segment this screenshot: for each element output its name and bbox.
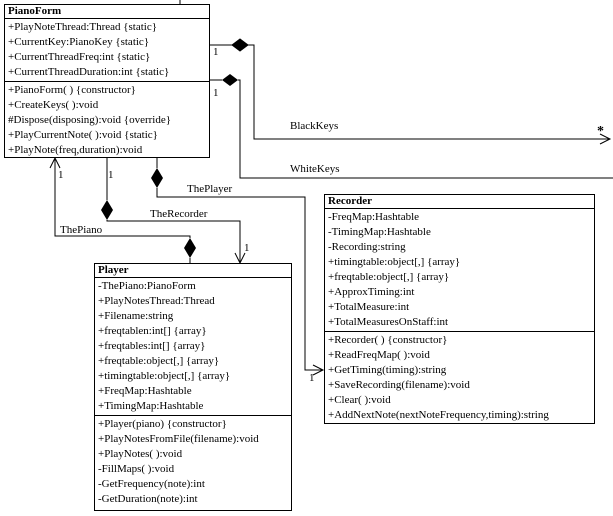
composition-diamond: [184, 238, 196, 258]
operation: -FillMaps( ):void: [98, 463, 175, 475]
attribute: +freqtable:object[,] {array}: [98, 355, 220, 367]
association-thepiano: ThePiano 1: [49, 156, 196, 263]
attribute: +TotalMeasuresOnStaff:int: [328, 316, 449, 328]
attribute: +freqtables:int[] {array}: [98, 340, 206, 352]
class-recorder[interactable]: Recorder -FreqMap:Hashtable -TimingMap:H…: [324, 194, 595, 424]
multiplicity-blackkeys-source: 1: [213, 46, 219, 58]
attribute: +freqtablen:int[] {array}: [98, 325, 207, 337]
attribute: +TotalMeasure:int: [328, 301, 410, 313]
operation: +CreateKeys( ):void: [8, 99, 99, 111]
association-label-whitekeys: WhiteKeys: [290, 163, 339, 175]
attributes-player: -ThePiano:PianoForm +PlayNotesThread:Thr…: [95, 278, 291, 416]
operations-recorder: +Recorder( ) {constructor} +ReadFreqMap(…: [325, 332, 594, 424]
composition-diamond: [222, 74, 238, 86]
operation: +PlayNote(freq,duration):void: [8, 144, 143, 156]
composition-diamond: [151, 168, 163, 188]
operation: +PlayNotesFromFile(filename):void: [98, 433, 259, 445]
operation: +PlayNotes( ):void: [98, 448, 183, 460]
attribute: +PlayNoteThread:Thread {static}: [8, 21, 158, 33]
class-pianoform[interactable]: PianoForm +PlayNoteThread:Thread {static…: [4, 4, 210, 158]
attribute: -ThePiano:PianoForm: [98, 280, 196, 292]
operation: +GetTiming(timing):string: [328, 364, 447, 376]
multiplicity-blackkeys-target: *: [597, 124, 604, 139]
operation: +PlayCurrentNote( ):void {static}: [8, 129, 158, 141]
composition-diamond: [232, 39, 248, 51]
association-therecorder: TheRecorder 1 1: [101, 158, 250, 265]
association-theplayer: ThePlayer 1: [151, 158, 325, 384]
multiplicity-theplayer-target: 1: [309, 372, 315, 384]
operation: -GetDuration(note):int: [98, 493, 198, 505]
operation: +SaveRecording(filename):void: [328, 379, 470, 391]
operation: +PianoForm( ) {constructor}: [8, 84, 136, 96]
class-player[interactable]: Player -ThePiano:PianoForm +PlayNotesThr…: [94, 263, 292, 511]
class-name-player: Player: [95, 264, 291, 278]
association-label-theplayer: ThePlayer: [187, 183, 233, 195]
operation: #Dispose(disposing):void {override}: [8, 114, 172, 126]
attribute: +TimingMap:Hashtable: [98, 400, 204, 412]
attribute: +FreqMap:Hashtable: [98, 385, 192, 397]
operation: +Player(piano) {constructor}: [98, 418, 227, 430]
attribute: -TimingMap:Hashtable: [328, 226, 431, 238]
attribute: +ApproxTiming:int: [328, 286, 415, 298]
attribute: +CurrentKey:PianoKey {static}: [8, 36, 150, 48]
operations-pianoform: +PianoForm( ) {constructor} +CreateKeys(…: [5, 82, 209, 159]
operation: +ReadFreqMap( ):void: [328, 349, 430, 361]
class-name-pianoform: PianoForm: [5, 5, 209, 19]
association-label-blackkeys: BlackKeys: [290, 120, 338, 132]
attribute: +CurrentThreadDuration:int {static}: [8, 66, 170, 78]
multiplicity-thepiano-target: 1: [58, 169, 64, 181]
attribute: +PlayNotesThread:Thread: [98, 295, 215, 307]
attribute: +CurrentThreadFreq:int {static}: [8, 51, 151, 63]
composition-diamond: [101, 200, 113, 220]
attribute: +Filename:string: [98, 310, 174, 322]
attribute: +freqtable:object[,] {array}: [328, 271, 450, 283]
operation: +AddNextNote(nextNoteFrequency,timing):s…: [328, 409, 549, 421]
multiplicity-therecorder-target: 1: [244, 242, 250, 254]
attributes-recorder: -FreqMap:Hashtable -TimingMap:Hashtable …: [325, 209, 594, 332]
attribute: +timingtable:object[,] {array}: [98, 370, 231, 382]
attribute: +timingtable:object[,] {array}: [328, 256, 461, 268]
operation: +Recorder( ) {constructor}: [328, 334, 448, 346]
attributes-pianoform: +PlayNoteThread:Thread {static} +Current…: [5, 19, 209, 82]
operations-player: +Player(piano) {constructor} +PlayNotesF…: [95, 416, 291, 508]
operation: -GetFrequency(note):int: [98, 478, 205, 490]
operation: +Clear( ):void: [328, 394, 391, 406]
association-label-thepiano: ThePiano: [60, 224, 103, 236]
class-name-recorder: Recorder: [325, 195, 594, 209]
multiplicity-whitekeys-source: 1: [213, 87, 219, 99]
association-label-therecorder: TheRecorder: [150, 208, 208, 220]
association-whitekeys: WhiteKeys 1: [210, 74, 613, 179]
attribute: -FreqMap:Hashtable: [328, 211, 420, 223]
association-blackkeys: BlackKeys 1 *: [210, 38, 612, 145]
multiplicity-therecorder-source: 1: [108, 169, 114, 181]
attribute: -Recording:string: [328, 241, 406, 253]
